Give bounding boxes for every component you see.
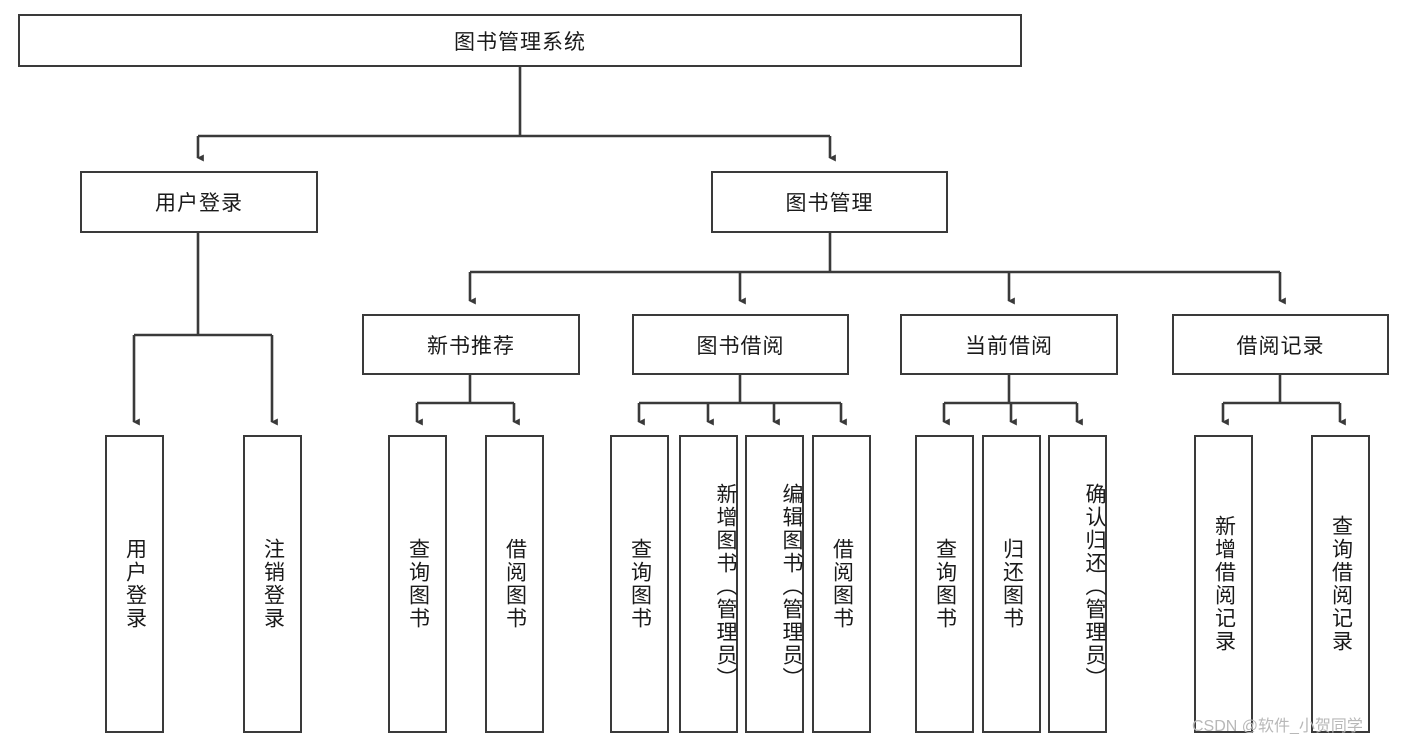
node-level2-1[interactable]: 图书管理 <box>711 171 948 233</box>
node-leaf-9[interactable]: 归还图书 <box>982 435 1041 733</box>
node-leaf-0[interactable]: 用户登录 <box>105 435 164 733</box>
node-level3-1[interactable]: 图书借阅 <box>632 314 849 375</box>
node-leaf-1[interactable]: 注销登录 <box>243 435 302 733</box>
node-level3-2[interactable]: 当前借阅 <box>900 314 1118 375</box>
node-level3-3[interactable]: 借阅记录 <box>1172 314 1389 375</box>
node-leaf-12[interactable]: 查询借阅记录 <box>1311 435 1370 733</box>
node-leaf-7[interactable]: 借阅图书 <box>812 435 871 733</box>
node-leaf-2[interactable]: 查询图书 <box>388 435 447 733</box>
node-leaf-8[interactable]: 查询图书 <box>915 435 974 733</box>
node-leaf-11[interactable]: 新增借阅记录 <box>1194 435 1253 733</box>
node-leaf-3[interactable]: 借阅图书 <box>485 435 544 733</box>
node-leaf-5[interactable]: 新增图书（管理员） <box>679 435 738 733</box>
node-leaf-10[interactable]: 确认归还（管理员） <box>1048 435 1107 733</box>
node-level2-0[interactable]: 用户登录 <box>80 171 318 233</box>
node-leaf-4[interactable]: 查询图书 <box>610 435 669 733</box>
node-leaf-6[interactable]: 编辑图书（管理员） <box>745 435 804 733</box>
node-level3-0[interactable]: 新书推荐 <box>362 314 580 375</box>
node-root[interactable]: 图书管理系统 <box>18 14 1022 67</box>
